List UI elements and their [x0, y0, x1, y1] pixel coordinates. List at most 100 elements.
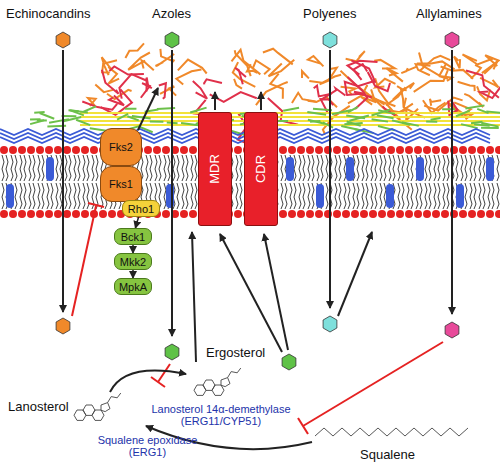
lipid-tail: [470, 183, 472, 209]
lipid-tail: [366, 183, 368, 209]
lipid-head: [441, 146, 449, 154]
lipid-tail: [321, 155, 323, 181]
lipid-tail: [398, 183, 400, 209]
wall-fibre: [347, 122, 361, 126]
wall-fibre: [332, 110, 351, 114]
lipid-tail: [51, 183, 53, 209]
lipid-tail: [92, 155, 94, 181]
lipid-head: [378, 146, 386, 154]
wall-fibre: [431, 118, 441, 120]
lipid-tail: [474, 155, 476, 181]
lipid-tail: [56, 183, 58, 209]
lipid-tail: [186, 155, 188, 181]
wall-fibre: [464, 94, 483, 107]
wall-fibre: [84, 106, 96, 111]
lipid-head: [396, 146, 404, 154]
lipid-tail: [69, 183, 71, 209]
lipid-head: [36, 146, 44, 154]
lipid-tail: [479, 183, 481, 209]
lipid-tail: [87, 155, 89, 181]
enzyme-label: Lanosterol 14α-demethylase (ERG11/CYP51): [150, 403, 292, 427]
lipid-tail: [470, 155, 472, 181]
wall-fibre: [461, 124, 478, 128]
lipid-head: [0, 210, 8, 218]
lipid-tail: [195, 155, 197, 181]
lipid-tail: [2, 183, 4, 209]
lipid-head: [432, 210, 440, 218]
ergosterol-in-membrane: [316, 184, 324, 208]
lipid-tail: [150, 155, 152, 181]
lipid-tail: [380, 155, 382, 181]
wall-fibre: [308, 56, 324, 66]
lipid-tail: [357, 183, 359, 209]
lipid-tail: [420, 183, 422, 209]
wall-fibre: [404, 98, 425, 118]
wall-fibre: [150, 120, 164, 122]
enzyme-label: Squalene epoxidase (ERG1): [95, 434, 200, 458]
lipid-head: [459, 146, 467, 154]
lipid-tail: [159, 155, 161, 181]
lipid-tail: [357, 155, 359, 181]
lipid-head: [54, 146, 62, 154]
lipid-head: [45, 146, 53, 154]
lipid-tail: [371, 183, 373, 209]
lipid-head: [72, 146, 80, 154]
wall-fibre: [401, 67, 416, 73]
drug-hexagon: [445, 32, 459, 48]
wall-fibre: [235, 68, 246, 84]
wall-fibre: [253, 60, 270, 74]
lipid-head: [81, 210, 89, 218]
lipid-tail: [29, 183, 31, 209]
lipid-tail: [11, 155, 13, 181]
lipid-tail: [240, 183, 242, 209]
lipid-tail: [411, 155, 413, 181]
lipid-tail: [438, 183, 440, 209]
node-label: Mkk2: [120, 256, 146, 268]
wall-fibre: [322, 88, 345, 99]
wall-fibre: [125, 43, 144, 58]
lipid-tail: [371, 155, 373, 181]
lipid-tail: [312, 155, 314, 181]
wall-fibre: [341, 126, 360, 130]
wall-fibre: [132, 116, 151, 118]
lipid-tail: [69, 155, 71, 181]
wall-fibre: [375, 78, 395, 106]
lipid-tail: [443, 155, 445, 181]
lipid-tail: [155, 155, 157, 181]
node-label: Rho1: [128, 203, 154, 215]
wall-fibre: [128, 53, 150, 70]
sterol-ring: [221, 378, 230, 387]
lipid-tail: [375, 155, 377, 181]
lipid-head: [423, 210, 431, 218]
lipid-tail: [438, 155, 440, 181]
lipid-tail: [353, 183, 355, 209]
lipid-tail: [492, 183, 494, 209]
lipid-head: [189, 210, 197, 218]
wall-fibre: [482, 55, 499, 73]
wall-fibre: [76, 120, 90, 125]
lipid-tail: [299, 183, 301, 209]
wall-fibre: [308, 120, 325, 124]
text-label: Echinocandins: [6, 6, 91, 21]
lipid-tail: [29, 155, 31, 181]
wall-fibre: [372, 119, 388, 121]
text-label: Ergosterol: [206, 345, 265, 360]
lipid-head: [432, 146, 440, 154]
sterol-ring: [212, 385, 224, 395]
wall-fibre: [40, 113, 55, 119]
lipid-tail: [402, 183, 404, 209]
wall-fibre: [471, 122, 482, 123]
wall-fibre: [204, 79, 222, 84]
lipid-tail: [339, 183, 341, 209]
lipid-tail: [74, 183, 76, 209]
lipid-head: [477, 146, 485, 154]
wall-fibre: [178, 60, 207, 74]
lipid-head: [351, 210, 359, 218]
lipid-head: [297, 210, 305, 218]
lipid-head: [189, 146, 197, 154]
lipid-head: [495, 146, 500, 154]
lipid-tail: [182, 155, 184, 181]
lipid-tail: [182, 183, 184, 209]
wall-fibre: [82, 102, 117, 110]
lipid-tail: [146, 155, 148, 181]
